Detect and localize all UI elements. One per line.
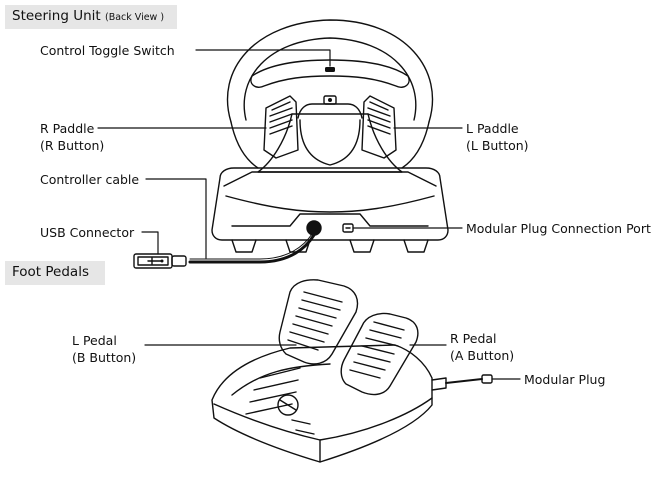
controller-cable-label: Controller cable: [40, 172, 140, 187]
usb-connector-label: USB Connector: [40, 225, 135, 240]
controller-cable: [188, 233, 316, 264]
r-paddle-label: R Paddle (R Button): [40, 120, 104, 154]
l-pedal-shape: [278, 279, 359, 365]
steering-base: [211, 167, 449, 253]
r-pedal-shape: [340, 312, 419, 396]
r-pedal-label-line2: (A Button): [450, 348, 515, 363]
l-pedal-label-line2: (B Button): [72, 350, 137, 365]
r-paddle-shape: [263, 95, 299, 159]
steering-unit-subtitle: (Back View ): [104, 12, 165, 23]
steering-unit-tab: [5, 5, 177, 29]
l-pedal-label: L Pedal (B Button): [72, 332, 136, 366]
leader-lines: [97, 49, 521, 380]
r-paddle-label-line2: (R Button): [40, 138, 105, 153]
l-paddle-shape: [361, 95, 397, 159]
steering-wheel: [226, 19, 434, 173]
steering-unit-title: Steering Unit (Back View ): [12, 8, 165, 24]
l-pedal-label-line1: L Pedal: [72, 333, 117, 348]
foot-pedals-tab: [5, 261, 105, 285]
l-paddle-label-line1: L Paddle: [466, 121, 519, 136]
modular-plug-cable: [445, 378, 483, 384]
modular-port-label: Modular Plug Connection Port: [466, 221, 651, 236]
foot-pedals-title: Foot Pedals: [12, 264, 89, 280]
l-paddle-label: L Paddle (L Button): [466, 120, 529, 154]
control-toggle-switch: [325, 67, 335, 72]
r-paddle-label-line1: R Paddle: [40, 121, 95, 136]
pedal-base: [211, 344, 447, 463]
modular-plug: [481, 374, 493, 384]
r-pedal-label: R Pedal (A Button): [450, 330, 514, 364]
modular-plug-label: Modular Plug: [524, 372, 606, 387]
control-toggle-switch-label: Control Toggle Switch: [40, 43, 175, 58]
steering-unit-title-text: Steering Unit: [12, 8, 101, 24]
l-paddle-label-line2: (L Button): [466, 138, 529, 153]
r-pedal-label-line1: R Pedal: [450, 331, 497, 346]
usb-connector: [133, 253, 187, 269]
controller-cable-port: [306, 220, 322, 236]
